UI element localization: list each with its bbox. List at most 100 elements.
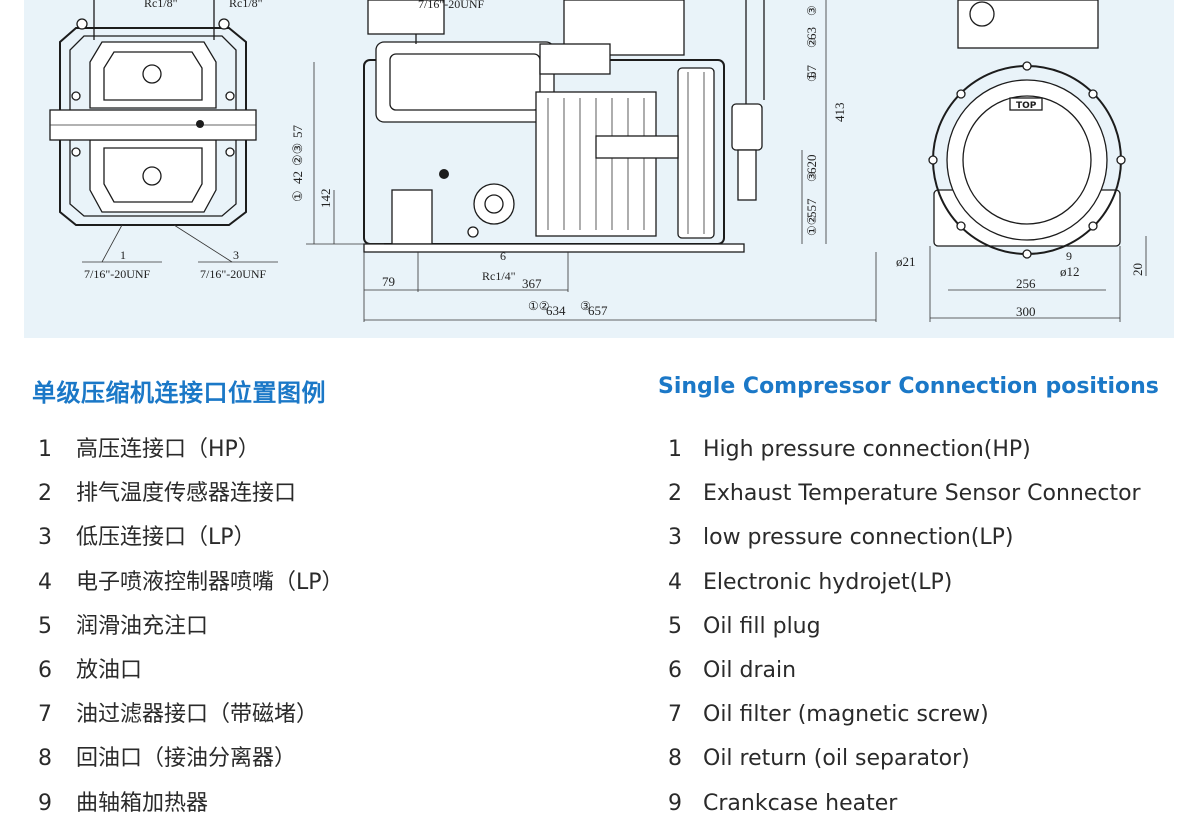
item-number: 6 — [668, 657, 682, 683]
dim-circled-1-top: ① — [805, 71, 819, 82]
item-number: 9 — [38, 790, 52, 816]
side-view: 7/16"-20UNF 57 ②③ 42 ① 142 79 6 Rc1/4" 3… — [290, 0, 877, 322]
unf-top-label: 7/16"-20UNF — [418, 0, 485, 11]
connection-1-thread: 7/16"-20UNF — [84, 267, 151, 281]
connection-9-number: 9 — [1066, 249, 1072, 263]
dim-circled-3-top: ③ — [805, 5, 819, 16]
dim-634: 634 — [546, 303, 566, 318]
item-text: 油过滤器接口（带磁堵） — [76, 702, 319, 728]
rc18-label-a: Rc1/8" — [144, 0, 178, 10]
list-item: 7 Oil filter (magnetic screw) — [668, 697, 1141, 741]
list-item: 7 油过滤器接口（带磁堵） — [38, 697, 344, 741]
list-item: 2 Exhaust Temperature Sensor Connector — [668, 476, 1141, 520]
dim-circled-3-mid: ③ — [805, 171, 819, 182]
item-text: Oil fill plug — [703, 613, 821, 639]
dim-d12: ø12 — [1060, 264, 1080, 279]
dim-42: 42 — [290, 171, 305, 184]
technical-drawing-panel: Rc1/8" Rc1/8" 1 7/16"-20UNF 3 7/16"-20UN… — [24, 0, 1174, 338]
dim-circled-12-right: ①② — [805, 214, 819, 236]
item-text: 电子喷液控制器喷嘴（LP） — [76, 569, 344, 595]
list-item: 6 Oil drain — [668, 653, 1141, 697]
dim-circled-23: ②③ — [290, 143, 305, 166]
list-item: 9 曲轴箱加热器 — [38, 786, 344, 830]
list-item: 1 高压连接口（HP） — [38, 432, 344, 476]
dim-57-right: 57 — [804, 65, 819, 79]
list-item: 8 Oil return (oil separator) — [668, 741, 1141, 785]
heading-english: Single Compressor Connection positions — [658, 374, 1159, 399]
list-item: 6 放油口 — [38, 653, 344, 697]
dim-79: 79 — [382, 274, 395, 289]
dim-57: 57 — [290, 125, 305, 139]
dim-300: 300 — [1016, 304, 1036, 319]
list-item: 8 回油口（接油分离器） — [38, 741, 344, 785]
list-item: 5 Oil fill plug — [668, 609, 1141, 653]
item-text: High pressure connection(HP) — [703, 437, 1031, 462]
connection-1-number: 1 — [120, 248, 126, 262]
dim-413: 413 — [832, 103, 847, 123]
dim-63: 63 — [804, 27, 819, 40]
dim-657: 657 — [588, 303, 608, 318]
item-number: 8 — [668, 746, 682, 772]
dim-circled-3: ③ — [580, 299, 591, 313]
item-number: 8 — [38, 746, 52, 772]
dim-557: 557 — [804, 198, 819, 218]
dim-d21: ø21 — [896, 254, 916, 269]
rc18-label-b: Rc1/8" — [229, 0, 263, 10]
dim-circled-1: ① — [290, 190, 305, 202]
item-number: 6 — [38, 657, 52, 683]
item-number: 2 — [668, 481, 682, 507]
compressor-drawing: Rc1/8" Rc1/8" 1 7/16"-20UNF 3 7/16"-20UN… — [49, 0, 1147, 322]
dim-620: 620 — [804, 155, 819, 175]
item-number: 5 — [668, 613, 682, 639]
item-text: 低压连接口（LP） — [76, 525, 256, 551]
dim-circled-12: ①② — [528, 299, 550, 313]
dim-circled-2-top: ② — [805, 37, 819, 48]
connection-list-chinese: 1 高压连接口（HP） 2 排气温度传感器连接口 3 低压连接口（LP） 4 电子喷液控… — [38, 432, 344, 830]
list-item: 4 电子喷液控制器喷嘴（LP） — [38, 565, 344, 609]
item-text: 回油口（接油分离器） — [76, 746, 297, 772]
item-text: low pressure connection(LP) — [703, 525, 1014, 551]
list-item: 9 Crankcase heater — [668, 786, 1141, 830]
list-item: 3 low pressure connection(LP) — [668, 520, 1141, 564]
item-number: 3 — [668, 525, 682, 551]
item-number: 5 — [38, 613, 52, 639]
list-item: 2 排气温度传感器连接口 — [38, 476, 344, 520]
item-text: 排气温度传感器连接口 — [76, 481, 297, 507]
top-view: Rc1/8" Rc1/8" 1 7/16"-20UNF 3 7/16"-20UN… — [49, 0, 278, 281]
connection-6-number: 6 — [500, 249, 506, 263]
item-text: Electronic hydrojet(LP) — [703, 569, 953, 595]
item-number: 2 — [38, 481, 52, 507]
item-number: 3 — [38, 525, 52, 551]
item-number: 1 — [38, 437, 52, 462]
list-item: 4 Electronic hydrojet(LP) — [668, 565, 1141, 609]
top-mark: TOP — [1016, 101, 1037, 111]
dim-142: 142 — [318, 189, 333, 209]
heading-chinese: 单级压缩机连接口位置图例 — [32, 379, 326, 407]
front-view: TOP ø21 9 ø12 256 20 300 — [896, 0, 1147, 322]
dim-20: 20 — [1130, 263, 1145, 276]
item-text: 高压连接口（HP） — [76, 437, 260, 462]
item-number: 1 — [668, 437, 682, 462]
list-item: 1 High pressure connection(HP) — [668, 432, 1141, 476]
item-text: 润滑油充注口 — [76, 613, 209, 639]
item-text: Oil filter (magnetic screw) — [703, 702, 989, 728]
item-text: Exhaust Temperature Sensor Connector — [703, 481, 1141, 507]
list-item: 3 低压连接口（LP） — [38, 520, 344, 564]
connection-6-thread: Rc1/4" — [482, 269, 516, 283]
dim-256: 256 — [1016, 276, 1036, 291]
item-text: Oil drain — [703, 657, 797, 683]
item-number: 7 — [668, 702, 682, 728]
item-number: 9 — [668, 790, 682, 816]
item-text: Crankcase heater — [703, 790, 898, 816]
item-text: 放油口 — [76, 657, 143, 683]
item-text: Oil return (oil separator) — [703, 746, 970, 772]
item-text: 曲轴箱加热器 — [76, 790, 209, 816]
connection-3-number: 3 — [233, 248, 239, 262]
item-number: 4 — [668, 569, 682, 595]
item-number: 4 — [38, 569, 52, 595]
list-item: 5 润滑油充注口 — [38, 609, 344, 653]
dim-367: 367 — [522, 276, 542, 291]
connection-3-thread: 7/16"-20UNF — [200, 267, 267, 281]
connection-list-english: 1 High pressure connection(HP) 2 Exhaust T… — [668, 432, 1141, 830]
item-number: 7 — [38, 702, 52, 728]
